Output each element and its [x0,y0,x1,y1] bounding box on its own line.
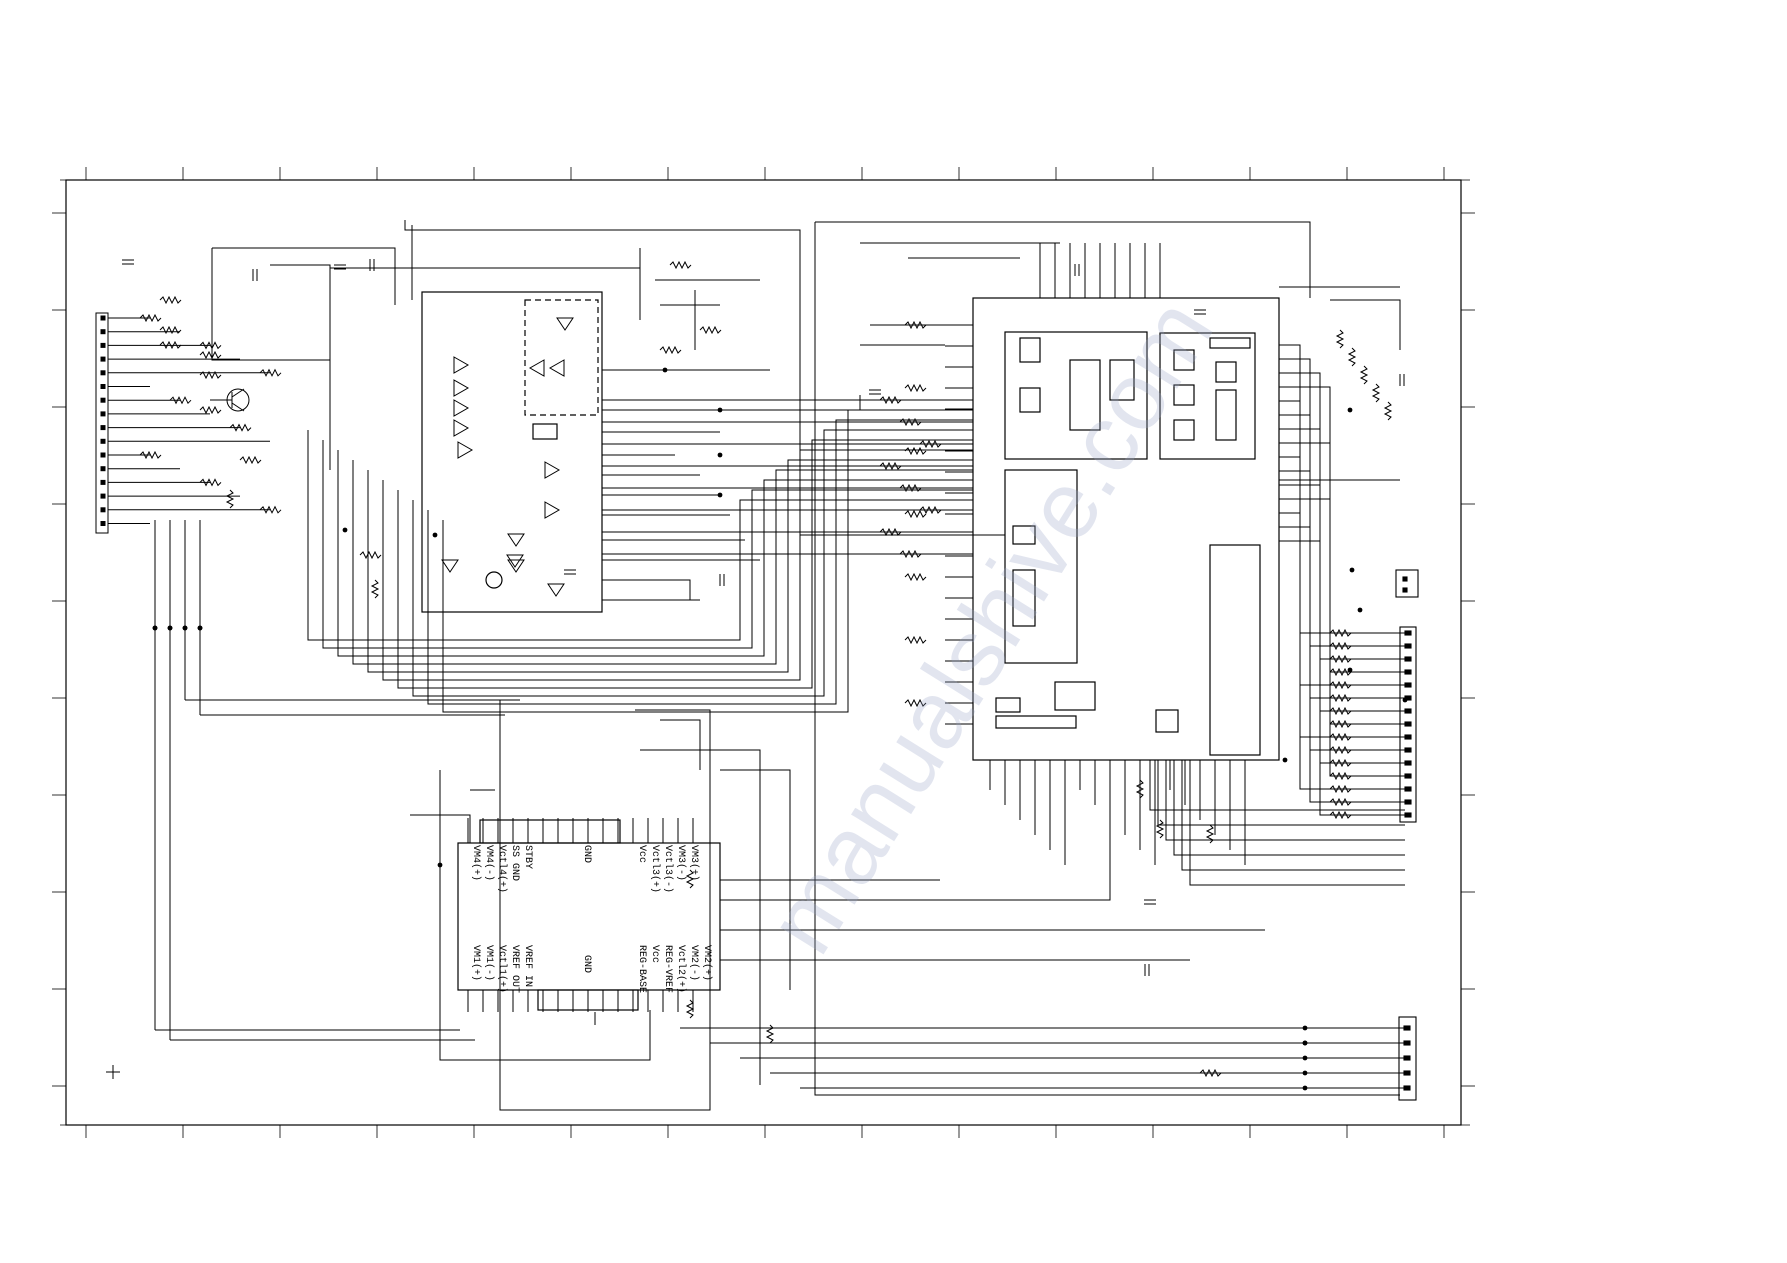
driver-pin-label: VM4(+) [470,845,482,881]
servo-ic-left [421,291,603,613]
driver-pin-label: REG-VREF [662,945,673,993]
driver-gnd-label: GND [581,845,592,863]
driver-pin-label: SS GND [509,845,520,881]
driver-pin-label: VREF OUT [509,945,520,993]
wiring-network [125,220,1405,1111]
watermark-text: manualshive.com [747,281,1234,971]
driver-pin-label: Vctl3(-) [662,845,674,893]
driver-pin-label: Vctl3(+) [649,845,661,893]
driver-gnd-label: GND [581,955,592,973]
transistor-symbol [210,388,250,412]
right-connectors [1395,569,1419,1101]
left-connector [95,312,125,534]
microcontroller-ic [972,297,1280,761]
driver-pin-label: VREF IN [522,945,533,987]
driver-pin-label: VM3(+) [688,845,700,881]
driver-pin-label: VM1(-) [483,945,495,981]
resistor-network [139,260,1393,1078]
driver-pin-label: VM2(+) [701,945,713,981]
driver-pin-label: Vctl2(+) [675,945,687,993]
driver-pin-label: VM4(-) [483,845,495,881]
driver-pin-label: Vcc [649,945,660,963]
capacitor-network [122,259,1405,976]
sheet-frame [52,167,1475,1138]
driver-pin-label: VM3(-) [675,845,687,881]
motor-driver-ic [457,818,721,1012]
driver-pin-label: Vctl1(+) [496,945,508,993]
driver-pin-label: VM2(-) [688,945,700,981]
driver-pin-label: REG-BASE [636,945,647,993]
driver-pin-label: Vcc [636,845,647,863]
driver-pin-label: VM1(+) [470,945,482,981]
crosshair-mark [106,1065,120,1079]
junction-dots [152,367,1408,1091]
driver-pin-label: Vctl4(+) [496,845,508,893]
driver-pin-label: STBY [522,845,533,869]
